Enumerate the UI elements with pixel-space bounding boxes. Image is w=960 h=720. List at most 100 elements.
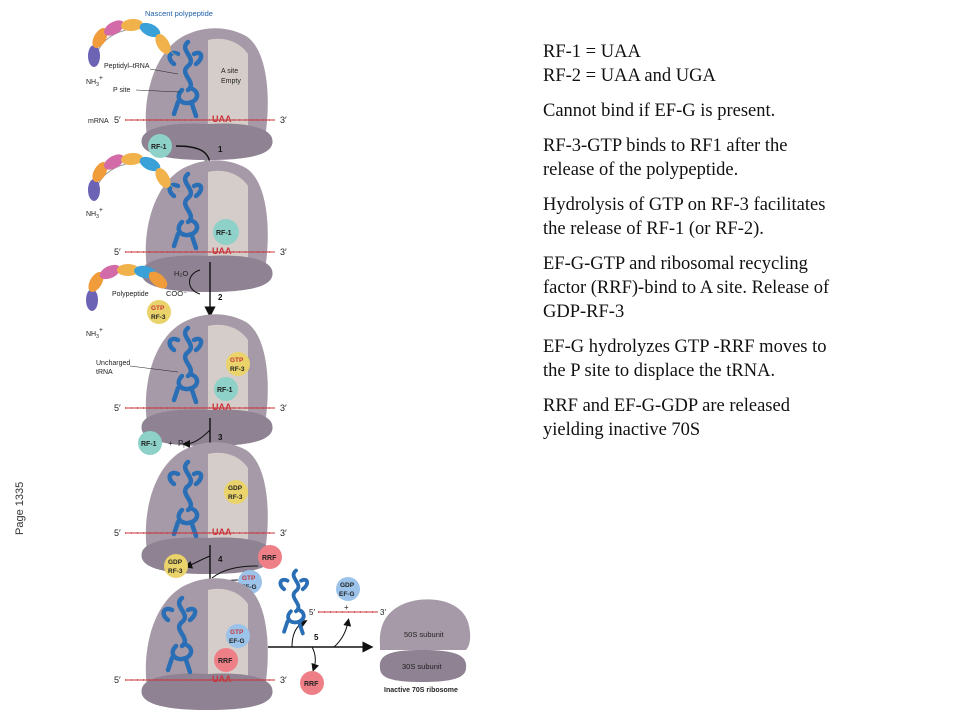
stage-1-five-prime: 5′ [114,115,121,125]
uncharged-trna-label-2: tRNA [96,369,113,376]
released-efg-gdp [336,577,360,601]
stage-4-gdp-rf3-released [164,554,188,578]
released-plus: + [344,603,349,612]
stage-2-rf3-gtp-free [147,300,171,324]
stage-1-mrna-label: mRNA [88,118,109,125]
stage-4-efg-gtp-free-efg: EF-G [241,584,257,591]
released-polypeptide-label: Polypeptide [112,291,149,298]
stage-2-rf3-gtp-rf3: RF-3 [151,314,166,321]
stage-2-rf3-gtp-gtp: GTP [151,305,165,312]
note-paragraph: Cannot bind if EF-G is present. [543,99,943,123]
inactive-70s-label: Inactive 70S ribosome [384,687,458,694]
stage-2-five-prime: 5′ [114,247,121,257]
note-paragraph: EF-G hydrolyzes GTP -RRF moves to the P s… [543,335,943,383]
stage-4-rf3-gdp-rf3: RF-3 [228,494,243,501]
released-trna [278,568,310,636]
subunit-50s-label: 50S subunit [404,630,445,639]
translation-termination-diagram: mRNA 5′ 3′ UAA Nascent polypeptide NH3+ … [86,9,471,710]
stage-2-coo-label: COO⁻ [166,289,187,298]
stage-4-ribosome [141,442,273,574]
note-paragraph: RF-3-GTP binds to RF1 after the release o… [543,134,943,182]
stage-3-plus: + [168,439,173,448]
stage-1-chain-beads [88,18,171,67]
stage-4-efg-gtp-free-gtp: GTP [242,575,256,582]
stage-1-peptidyl-trna-label: Peptidyl–tRNA [104,63,150,70]
step-5-label: 5 [314,633,319,642]
inactive-70s-30s-subunit [379,650,467,682]
stage-4-rf3-gdp-gdp: GDP [228,485,243,492]
stage-5-five-prime: 5′ [114,675,121,685]
step-1-label: 1 [218,145,223,154]
note-line: the release of RF-1 (or RF-2). [543,219,764,239]
stage-2-h2o-label: H₂O [174,269,188,278]
released-polypeptide-beads [86,264,168,311]
stage-1-three-prime: 3′ [280,115,287,125]
step-4-label: 4 [218,555,223,564]
stage-4-gdp-rf3-released-gdp: GDP [168,559,183,566]
step-3-label: 3 [218,433,223,442]
stage-4-rf3-gdp [224,480,248,504]
stage-5-rrf [214,648,238,672]
note-line: yielding inactive 70S [543,420,701,440]
released-rrf [300,671,324,695]
uncharged-trna-label: Uncharged [96,360,130,367]
released-mrna-three-prime: 3′ [380,608,386,617]
stage-1-a-site-label: A site [221,68,238,75]
stage-3-rf1-label: RF-1 [217,387,233,394]
stage-5-three-prime: 3′ [280,675,287,685]
stage-4-gdp-rf3-released-rf3: RF-3 [168,568,183,575]
note-line: RF-2 = UAA and UGA [543,66,716,86]
stage-4-rrf-free [258,545,282,569]
released-polypeptide-nh3: NH3+ [86,327,103,340]
stage-3-rf1-released [138,431,162,455]
inactive-70s-50s-subunit [379,599,471,650]
stage-1-a-site-empty-label: Empty [221,78,241,85]
note-paragraph: RRF and EF-G-GDP are released yielding in… [543,394,943,442]
released-mrna-five-prime: 5′ [309,608,315,617]
stage-4-three-prime: 3′ [280,528,287,538]
stage-3-pi: Pi [178,439,184,450]
stage-1-nascent-polypeptide-label: Nascent polypeptide [145,9,213,18]
stage-2-nh3-label: NH3+ [86,207,103,220]
stage-3-three-prime: 3′ [280,403,287,413]
released-rrf-label: RRF [304,681,319,688]
stage-1-p-site-label: P site [113,87,130,94]
note-line: factor (RRF)-bind to A site. Release of [543,278,830,298]
stage-5-ribosome [141,578,273,710]
step-2-label: 2 [218,293,223,302]
stage-3-rf1 [214,377,238,401]
stage-3-rf3-gtp-rf3: RF-3 [230,366,245,373]
stage-5-rrf-label: RRF [218,658,233,665]
stage-1-rf1-free [148,134,172,158]
note-line: RF-1 = UAA [543,42,641,62]
stage-3-rf1-released-label: RF-1 [141,441,157,448]
note-line: GDP-RF-3 [543,302,625,322]
stage-5-efg-gtp [226,624,250,648]
stage-4-stop-codon: UAA [212,527,232,537]
note-line: EF-G hydrolyzes GTP -RRF moves to [543,337,827,357]
note-line: Cannot bind if EF-G is present. [543,101,776,121]
released-efg-gdp-gdp: GDP [340,582,355,589]
released-efg-gdp-efg: EF-G [339,591,355,598]
stage-2-three-prime: 3′ [280,247,287,257]
stage-1-rf1-free-label: RF-1 [151,144,167,151]
stage-3-ribosome [141,314,273,446]
stage-2-chain-beads [88,152,171,201]
note-line: EF-G-GTP and ribosomal recycling [543,254,808,274]
stage-5-efg-gtp-gtp: GTP [230,629,244,636]
note-paragraph: EF-G-GTP and ribosomal recycling factor (… [543,252,943,324]
explanatory-notes: RF-1 = UAA RF-2 = UAA and UGA Cannot bind … [543,40,943,453]
stage-1-nh3-label: NH3+ [86,75,103,88]
note-line: Hydrolysis of GTP on RF-3 facilitates [543,195,826,215]
stage-4-five-prime: 5′ [114,528,121,538]
note-line: release of the polypeptide. [543,160,739,180]
note-paragraph: RF-1 = UAA [543,40,943,64]
stage-3-stop-codon: UAA [212,402,232,412]
note-paragraph: RF-2 = UAA and UGA [543,64,943,88]
subunit-30s-label: 30S subunit [402,662,443,671]
note-line: RF-3-GTP binds to RF1 after the [543,136,788,156]
note-line: RRF and EF-G-GDP are released [543,396,790,416]
stage-3-rf3-gtp-gtp: GTP [230,357,244,364]
note-line: the P site to displace the tRNA. [543,361,776,381]
stage-5-stop-codon: UAA [212,674,232,684]
